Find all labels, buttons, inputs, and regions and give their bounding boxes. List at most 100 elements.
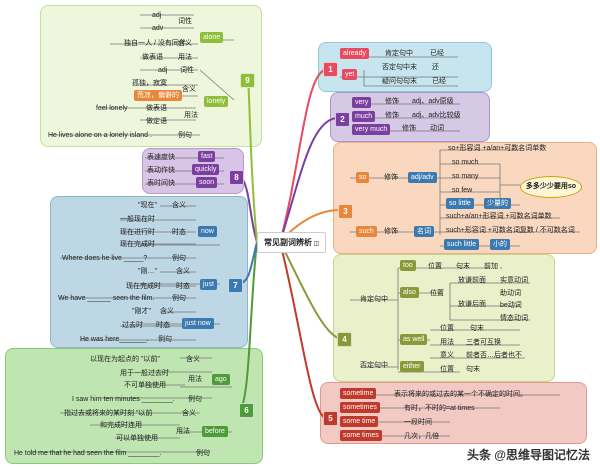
alone-meaning: 独自一人 / 没有同伴 — [124, 40, 186, 47]
ago-simple-past: 用于一般过去时 — [120, 370, 169, 377]
too-sentence-end: 句末 — [456, 263, 470, 270]
keyword-very-much[interactable]: very much — [352, 124, 391, 135]
yet-meaning-already: 已经 — [432, 78, 446, 85]
ago-example-label: 例句 — [188, 396, 202, 403]
now-meaning: "现在" — [138, 202, 157, 209]
keyword-such[interactable]: such — [356, 226, 377, 237]
panel-7 — [50, 196, 248, 348]
before-alone: 可以单独使用 — [116, 435, 158, 442]
ago-example: I saw him ten minutes ________. — [72, 396, 175, 403]
just-meaning-label: 含义 — [176, 268, 190, 275]
such-target-noun[interactable]: 名词 — [414, 226, 434, 237]
lonely-usage-label: 用法 — [184, 112, 198, 119]
such-little[interactable]: such little — [444, 239, 480, 250]
lonely-attributive: 做定语 — [146, 118, 167, 125]
before-meaning: 指过去或将来的某时刻 "以前 — [64, 410, 153, 417]
so-many: so many — [452, 173, 479, 180]
keyword-ago[interactable]: ago — [212, 374, 230, 385]
branch-number-5[interactable]: 5 — [323, 411, 338, 426]
branch-number-7[interactable]: 7 — [228, 278, 243, 293]
so-little[interactable]: so little — [446, 198, 474, 209]
alone-pos-label: 词性 — [178, 18, 192, 25]
branch-number-2[interactable]: 2 — [335, 112, 350, 127]
so-pattern-1: so+形容词 +a/an+可数名词单数 — [448, 145, 547, 152]
just-now-example-label: 例句 — [158, 336, 172, 343]
before-meaning-label: 含义 — [182, 410, 196, 417]
keyword-before[interactable]: before — [202, 426, 228, 437]
also-after-be: be动词 — [500, 302, 522, 309]
much-modifies: 修饰 — [385, 112, 399, 119]
as-well-position: 位置 — [440, 325, 454, 332]
keyword-very[interactable]: very — [352, 97, 372, 108]
branch-number-1[interactable]: 1 — [323, 62, 338, 77]
branch-number-8[interactable]: 8 — [229, 170, 244, 185]
some-times-definition: 几次，几倍 — [404, 433, 439, 440]
keyword-also[interactable]: also — [400, 287, 419, 298]
so-tip-bubble[interactable]: 多多少少要用so — [520, 176, 582, 198]
keyword-already[interactable]: already — [340, 48, 369, 59]
such-modifies: 修饰 — [384, 228, 398, 235]
center-label: 常见副词辨析 — [264, 238, 312, 247]
keyword-sometime[interactable]: sometime — [340, 388, 377, 399]
lonely-feel-lonely: feel lonely — [96, 105, 128, 112]
keyword-alone[interactable]: alone — [200, 32, 224, 43]
now-example-label: 例句 — [172, 255, 186, 262]
very-target: adj、adv原级 — [412, 98, 454, 105]
just-now-meaning: "刚才" — [132, 308, 151, 315]
keyword-fast[interactable]: fast — [198, 151, 216, 162]
now-meaning-label: 含义 — [172, 202, 186, 209]
such-little-meaning[interactable]: 小的 — [490, 239, 510, 250]
alone-usage-label: 用法 — [178, 54, 192, 61]
keyword-soon[interactable]: soon — [196, 177, 218, 188]
keyword-just[interactable]: just — [200, 279, 217, 290]
such-pattern-2: such+形容词 +可数名词复数 / 不可数名词 — [446, 227, 575, 234]
branch-number-3[interactable]: 3 — [338, 204, 353, 219]
as-well-interchangeable: 三者可互换 — [466, 339, 501, 346]
as-well-usage: 用法 — [440, 339, 454, 346]
lonely-meaning-2[interactable]: 荒凉，偏僻的 — [134, 90, 182, 101]
lonely-example: He lives alone on a lonely island . — [48, 132, 152, 139]
affirmative-sentence: 肯定句中 — [360, 296, 388, 303]
just-now-tense-label: 时态 — [156, 322, 170, 329]
keyword-too[interactable]: too — [400, 260, 416, 271]
just-now-example: He was here_______. — [80, 336, 149, 343]
branch-number-4[interactable]: 4 — [337, 332, 352, 347]
so-much: so much — [452, 159, 479, 166]
keyword-so[interactable]: so — [356, 172, 370, 183]
panel-9 — [40, 5, 262, 147]
already-usage: 肯定句中 — [385, 50, 413, 57]
keyword-now[interactable]: now — [198, 226, 217, 237]
keyword-either[interactable]: either — [400, 361, 424, 372]
so-little-meaning[interactable]: 少量的 — [484, 198, 511, 209]
keyword-as-well[interactable]: as well — [400, 334, 428, 345]
alone-adv: adv — [152, 25, 164, 32]
keyword-some-time[interactable]: some time — [340, 416, 379, 427]
branch-number-6[interactable]: 6 — [239, 403, 254, 418]
keyword-yet[interactable]: yet — [342, 69, 358, 80]
keyword-lonely[interactable]: lonely — [204, 96, 229, 107]
as-well-meaning: 意义 — [440, 352, 454, 359]
also-after-modal: 情态动词 — [500, 315, 528, 322]
branch-number-9[interactable]: 9 — [240, 73, 255, 88]
center-topic[interactable]: 常见副词辨析 ◫ — [257, 232, 327, 253]
ago-usage-label: 用法 — [188, 376, 202, 383]
alone-adj: adj — [152, 12, 162, 19]
keyword-just-now[interactable]: just now — [182, 318, 214, 329]
keyword-some-times[interactable]: some times — [340, 430, 382, 441]
watermark: 头条 @思维导图记忆法 — [466, 448, 590, 462]
very-much-target: 动词 — [430, 125, 444, 132]
yet-meaning-still: 还 — [432, 64, 439, 71]
keyword-sometimes[interactable]: sometimes — [340, 402, 380, 413]
keyword-quickly[interactable]: quickly — [192, 164, 220, 175]
yet-usage-negative: 否定句中末 — [382, 64, 417, 71]
before-example-label: 例句 — [196, 450, 210, 457]
so-target-adj-adv[interactable]: adj/adv — [408, 172, 437, 183]
sometimes-definition: 有时，不时的=at times — [404, 405, 475, 412]
very-much-modifies: 修饰 — [402, 125, 416, 132]
lonely-adj: adj — [158, 67, 168, 74]
keyword-much[interactable]: much — [352, 111, 376, 122]
also-position: 位置 — [430, 290, 444, 297]
now-present-perfect: 现在完成时 — [120, 241, 155, 248]
too-position: 位置 — [428, 263, 442, 270]
just-now-past-tense: 过去时 — [122, 322, 143, 329]
